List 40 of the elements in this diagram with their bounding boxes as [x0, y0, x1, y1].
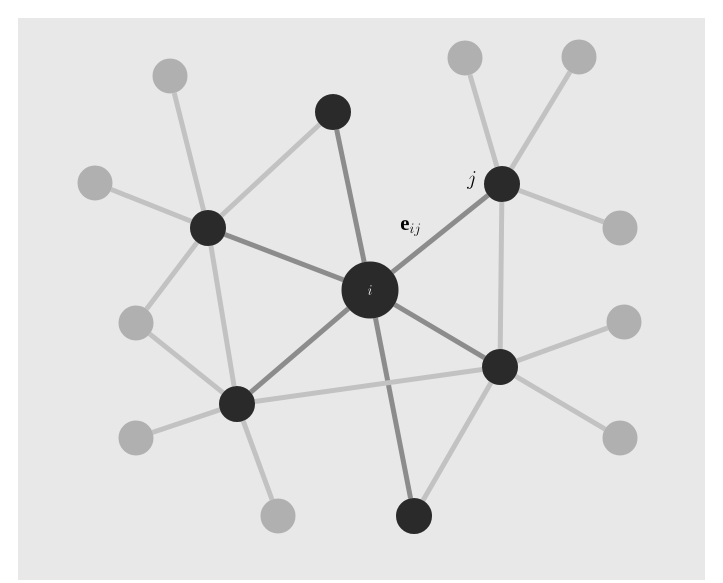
edge — [240, 420, 274, 500]
graph-node — [396, 498, 432, 534]
edge — [373, 318, 414, 499]
peripheral-node — [152, 58, 188, 94]
edge — [148, 332, 225, 395]
peripheral-node — [118, 306, 154, 340]
peripheral-node — [448, 40, 482, 76]
edge — [498, 202, 504, 350]
edge — [208, 245, 237, 387]
edge — [254, 367, 483, 404]
edge — [220, 122, 322, 218]
edge — [144, 240, 200, 311]
edge-label: $\mathbf{e}_{ij}$ — [399, 219, 422, 237]
edge — [110, 187, 192, 224]
graph-node — [482, 349, 518, 385]
edge — [518, 188, 604, 224]
edge — [516, 326, 608, 364]
edge — [172, 92, 206, 212]
edge — [152, 407, 221, 435]
peripheral-node — [78, 166, 112, 200]
graph-node — [190, 210, 226, 246]
edge — [249, 306, 350, 394]
graph-node — [219, 386, 255, 422]
edge — [390, 193, 490, 274]
graph-node — [315, 94, 351, 130]
edge — [514, 374, 606, 432]
peripheral-node — [562, 40, 596, 74]
central-node: $i$ — [342, 262, 398, 318]
edge — [393, 302, 486, 360]
edge — [224, 232, 344, 282]
edge — [509, 70, 572, 170]
edge — [334, 129, 367, 263]
peripheral-node — [260, 498, 296, 534]
edge — [468, 74, 500, 168]
peripheral-node — [606, 304, 642, 340]
peripheral-node — [602, 420, 638, 456]
peripheral-node — [118, 420, 154, 456]
edge — [420, 381, 494, 502]
node-label: $j$ — [466, 171, 476, 189]
peripheral-node — [602, 210, 638, 246]
